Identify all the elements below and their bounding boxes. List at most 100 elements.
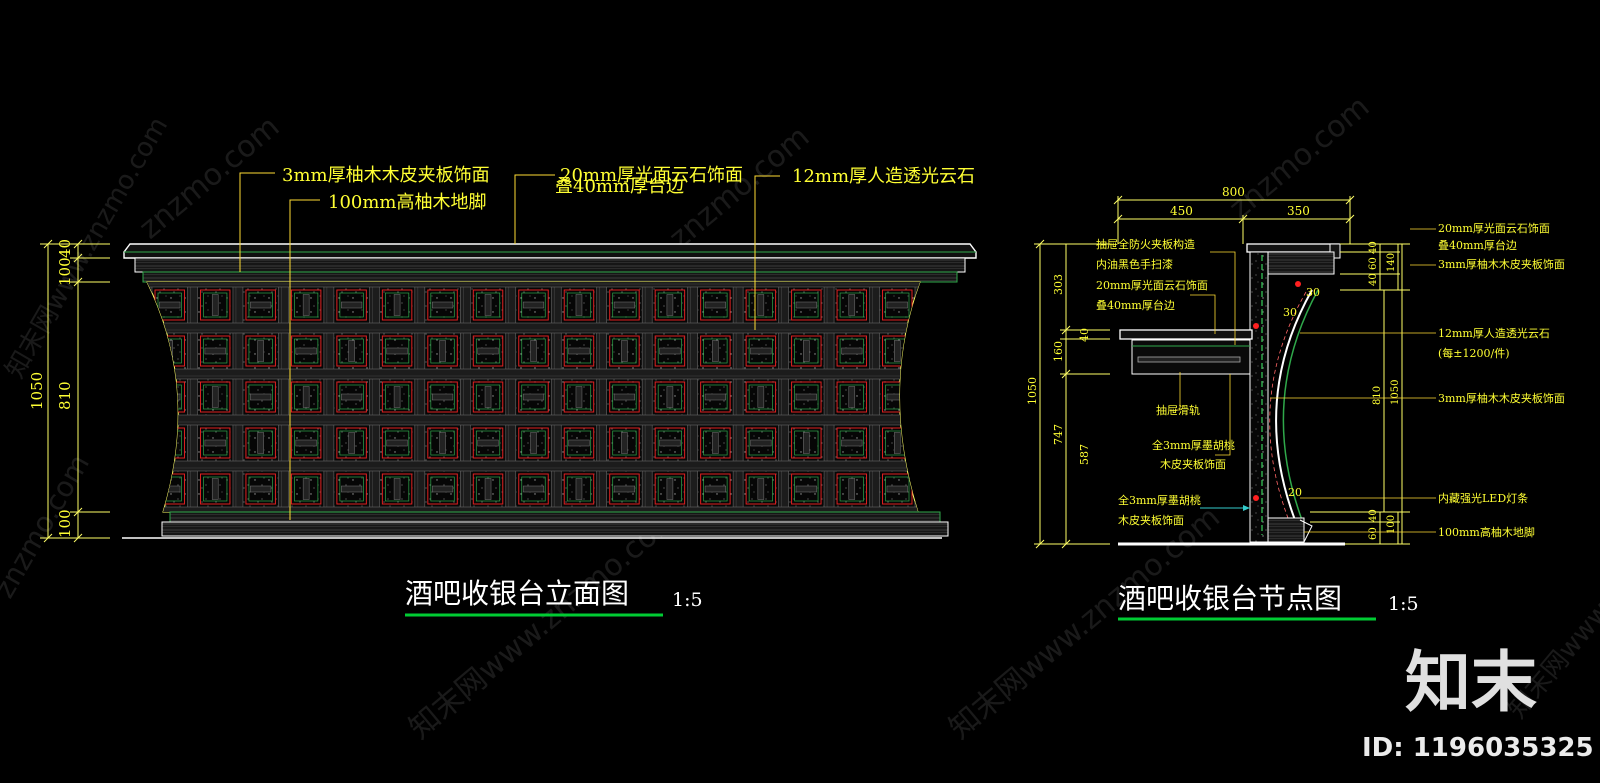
- dimension-label: 60: [1368, 257, 1379, 270]
- lattice-strip: [475, 292, 501, 318]
- lattice-strip: [778, 282, 789, 512]
- dimension-label: 747: [1052, 424, 1065, 445]
- lattice-strip: [431, 485, 454, 493]
- lattice-strip: [257, 432, 264, 454]
- watermark-text: 知末网www.znzmo.com: [943, 500, 1227, 746]
- lattice-strip: [839, 384, 864, 410]
- lattice-strip: [621, 340, 628, 362]
- lattice-strip: [613, 301, 636, 309]
- dimension-label: 303: [1052, 274, 1065, 295]
- lattice-strip: [757, 478, 765, 500]
- lattice-strip: [568, 347, 590, 355]
- lattice-strip: [294, 430, 319, 456]
- lattice-strip: [704, 301, 726, 309]
- dimension-label: 40: [56, 239, 74, 258]
- lattice-strip: [612, 292, 637, 318]
- lattice-strip: [475, 430, 501, 456]
- lattice-strip: [386, 347, 408, 355]
- lattice-strip: [666, 478, 674, 500]
- lattice-strip: [568, 439, 590, 447]
- lattice-strip: [612, 430, 637, 456]
- lattice-strip: [886, 485, 908, 493]
- lattice-strip: [795, 393, 817, 401]
- lattice-strip: [187, 282, 198, 512]
- lattice-strip: [477, 347, 499, 355]
- section-label-right: 叠40mm厚台边: [1438, 238, 1517, 252]
- lattice-strip: [147, 414, 920, 426]
- dimension-label: 100: [56, 509, 74, 538]
- lattice-strip: [475, 338, 501, 364]
- lattice-strip: [393, 386, 401, 408]
- lattice-strip: [521, 476, 546, 502]
- lattice-strip: [203, 430, 228, 456]
- lattice-strip: [795, 301, 817, 309]
- elevation-title: 酒吧收银台立面图: [405, 577, 629, 610]
- lattice-strip: [385, 292, 410, 318]
- lattice-strip: [348, 340, 355, 362]
- lattice-strip: [248, 476, 273, 502]
- section-label-right: 3mm厚柚木木皮夹板饰面: [1438, 391, 1565, 405]
- base-plinth: [169, 511, 941, 523]
- lattice-strip: [522, 485, 545, 493]
- section-top-slab: [1246, 243, 1340, 253]
- lattice-strip: [339, 338, 364, 364]
- counter-top-slab: [123, 243, 977, 259]
- lattice-strip: [250, 485, 272, 493]
- lattice-strip: [203, 476, 228, 502]
- lattice-strip: [385, 476, 410, 502]
- lattice-strip: [596, 282, 608, 512]
- brand-block: 知末 ID: 1196035325: [1362, 644, 1594, 763]
- dimension-label: 810: [1372, 386, 1383, 405]
- lattice-strip: [203, 384, 228, 410]
- lattice-strip: [294, 476, 319, 502]
- brand-logo: 知末: [1405, 644, 1537, 721]
- section-right-leaders: [1270, 228, 1436, 533]
- section-head-block: [1267, 251, 1335, 275]
- lattice-strip: [712, 340, 719, 362]
- section-label-right: 100mm高柚木地脚: [1438, 525, 1535, 539]
- lattice-strip: [848, 478, 856, 500]
- lattice-strip: [166, 432, 173, 454]
- dimension-label: 40: [1078, 328, 1091, 342]
- lattice-strip: [704, 393, 726, 401]
- lattice-strip: [687, 282, 698, 512]
- lattice-strip: [659, 439, 681, 447]
- lattice-strip: [848, 386, 856, 408]
- lattice-strip: [430, 430, 455, 456]
- lattice-strip: [348, 432, 355, 454]
- callout-skirting: 100mm高柚木地脚: [328, 192, 487, 213]
- section-label-left: 叠40mm厚台边: [1096, 298, 1175, 312]
- lattice-strip: [393, 478, 401, 500]
- lattice-strip: [657, 430, 682, 456]
- lattice-strip: [841, 347, 863, 355]
- lattice-strip: [393, 294, 401, 316]
- section-label-right: 内藏强光LED灯条: [1438, 491, 1528, 505]
- lattice-strip: [757, 386, 765, 408]
- lattice-strip: [575, 478, 583, 500]
- elevation-dimensions: [40, 239, 110, 543]
- lattice-strip: [278, 282, 289, 512]
- lattice-strip: [248, 338, 273, 364]
- dimension-label: 350: [1287, 204, 1310, 218]
- section-label-left: 全3mm厚墨胡桃: [1152, 438, 1235, 452]
- lattice-strip: [204, 347, 226, 355]
- lattice-strip: [204, 439, 226, 447]
- section-upright: [1249, 251, 1269, 543]
- lattice-strip: [914, 282, 920, 512]
- callout-onyx: 12mm厚人造透光云石: [792, 166, 975, 187]
- lattice-strip: [521, 338, 546, 364]
- section-label-left: 木皮夹板饰面: [1118, 513, 1184, 527]
- lattice-strip: [154, 427, 185, 459]
- lattice-strip: [339, 476, 364, 502]
- lattice-strip: [211, 386, 219, 408]
- lattice-strip: [848, 294, 856, 316]
- lattice-strip: [613, 485, 636, 493]
- lattice-strip: [522, 301, 545, 309]
- section-drawing: 800 450 350: [1026, 185, 1565, 621]
- lattice-strip: [566, 384, 592, 410]
- dimension-label: 100: [1386, 515, 1397, 534]
- lattice-strip: [521, 384, 546, 410]
- dimension-label: 587: [1078, 444, 1091, 465]
- watermark-text: 知末网www.znzmo.com: [403, 500, 687, 746]
- section-label-right: 20mm厚光面云石饰面: [1438, 221, 1550, 235]
